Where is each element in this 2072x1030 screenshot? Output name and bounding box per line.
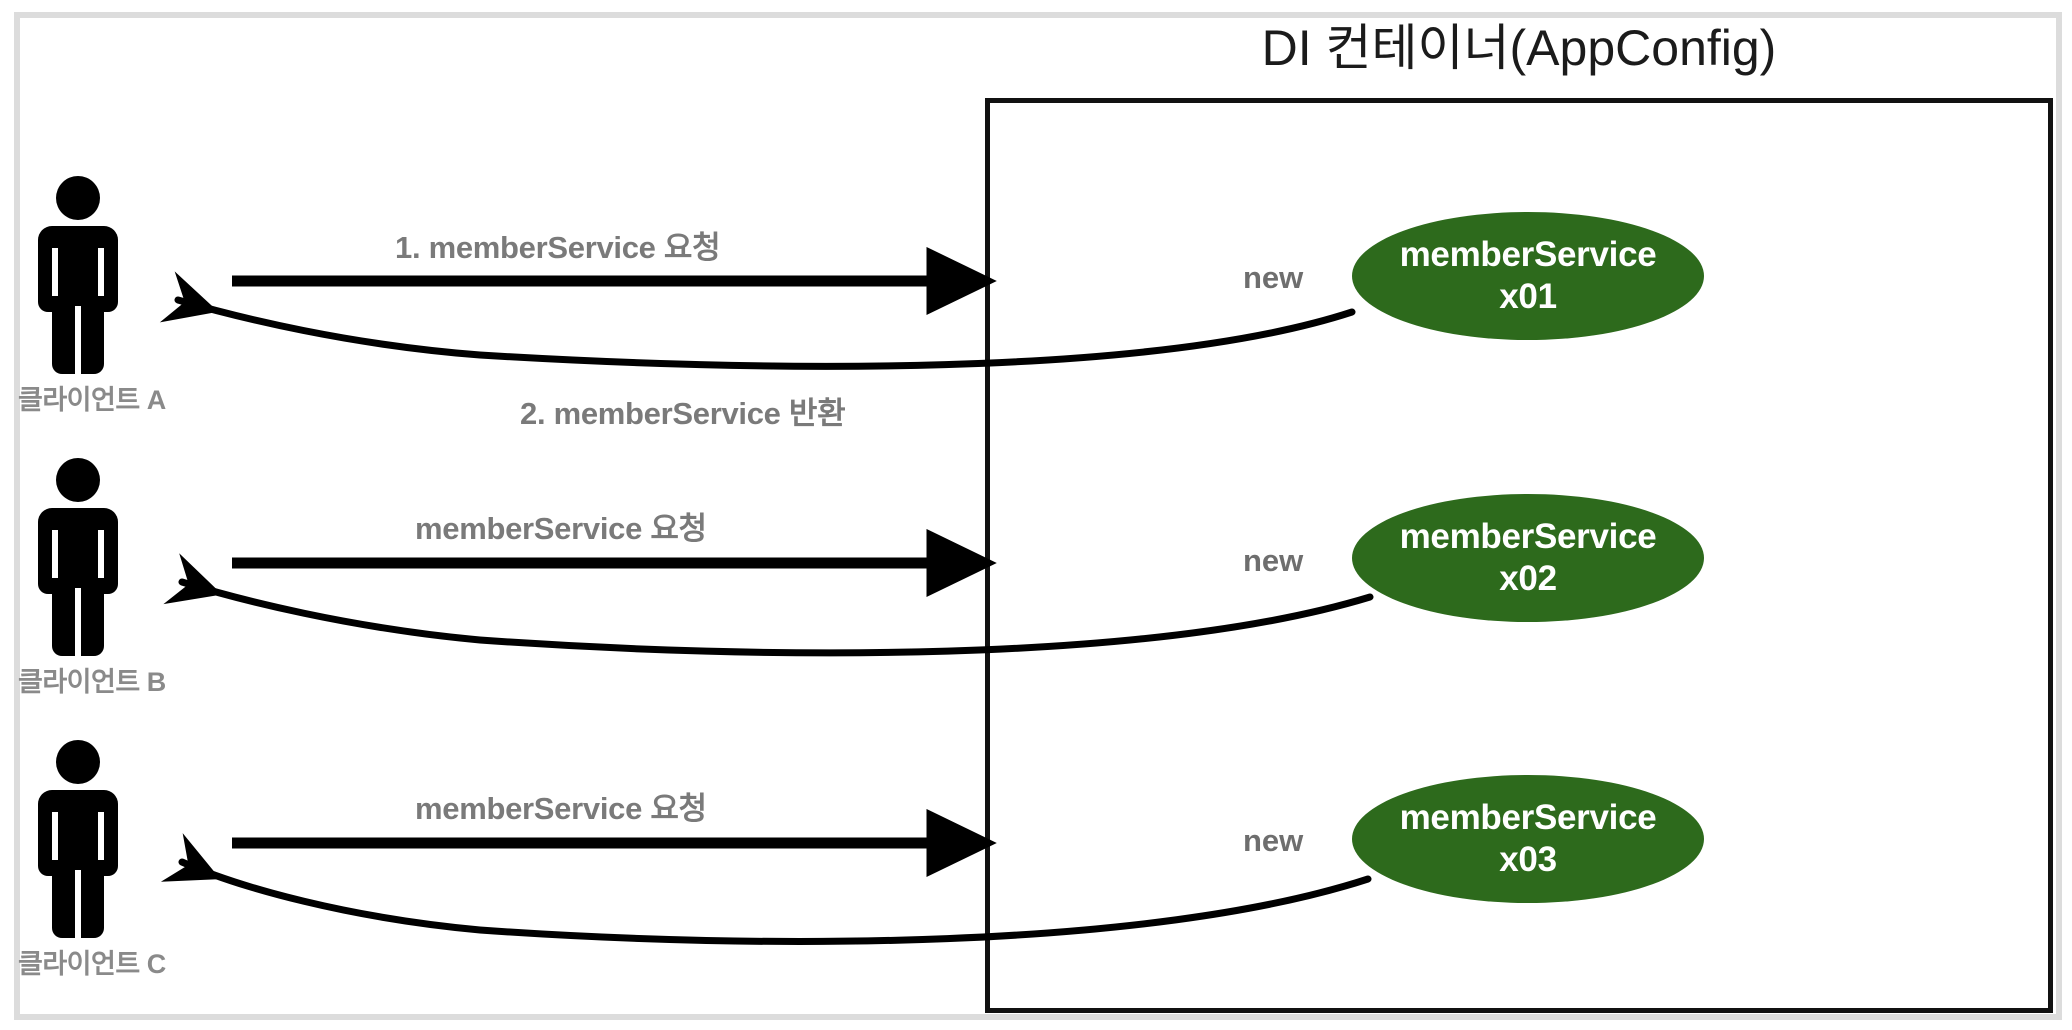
di-container-title: DI 컨테이너(AppConfig) bbox=[1261, 20, 1777, 76]
request-label-b: memberService 요청 bbox=[415, 511, 707, 546]
new-label-a: new bbox=[1243, 260, 1304, 295]
client-c: 클라이언트 C bbox=[18, 740, 218, 981]
person-leg-gap bbox=[75, 870, 81, 938]
person-arm-gap-left bbox=[52, 530, 58, 596]
person-arm-gap-right bbox=[98, 530, 104, 596]
person-head-icon bbox=[56, 740, 100, 784]
bean-name-line: memberService bbox=[1399, 798, 1657, 837]
bean-instance-line: x02 bbox=[1499, 559, 1557, 598]
request-label-a: 1. memberService 요청 bbox=[395, 230, 721, 265]
person-head-icon bbox=[56, 458, 100, 502]
new-label-c: new bbox=[1243, 823, 1304, 858]
bean-memberservice-x01: memberService x01 bbox=[1352, 212, 1704, 340]
person-arm-gap-left bbox=[52, 812, 58, 878]
bean-instance-line: x03 bbox=[1499, 840, 1557, 879]
person-arm-gap-right bbox=[98, 248, 104, 314]
bean-name-line: memberService bbox=[1399, 235, 1657, 274]
person-leg-gap bbox=[75, 306, 81, 374]
bean-memberservice-x03: memberService x03 bbox=[1352, 775, 1704, 903]
bean-name-line: memberService bbox=[1399, 517, 1657, 556]
person-icon bbox=[30, 176, 126, 374]
bean-memberservice-x02: memberService x02 bbox=[1352, 494, 1704, 622]
client-b: 클라이언트 B bbox=[18, 458, 218, 699]
person-arm-gap-left bbox=[52, 248, 58, 314]
person-arm-gap-right bbox=[98, 812, 104, 878]
client-c-label: 클라이언트 C bbox=[18, 949, 166, 979]
client-a-label: 클라이언트 A bbox=[18, 385, 166, 415]
new-label-b: new bbox=[1243, 543, 1304, 578]
person-icon bbox=[30, 740, 126, 938]
return-label-a: 2. memberService 반환 bbox=[520, 396, 846, 431]
request-label-c: memberService 요청 bbox=[415, 791, 707, 826]
person-icon bbox=[30, 458, 126, 656]
person-head-icon bbox=[56, 176, 100, 220]
person-leg-gap bbox=[75, 588, 81, 656]
bean-instance-line: x01 bbox=[1499, 277, 1557, 316]
client-a: 클라이언트 A bbox=[18, 176, 218, 417]
page-frame bbox=[14, 12, 2062, 1020]
client-b-label: 클라이언트 B bbox=[18, 667, 166, 697]
